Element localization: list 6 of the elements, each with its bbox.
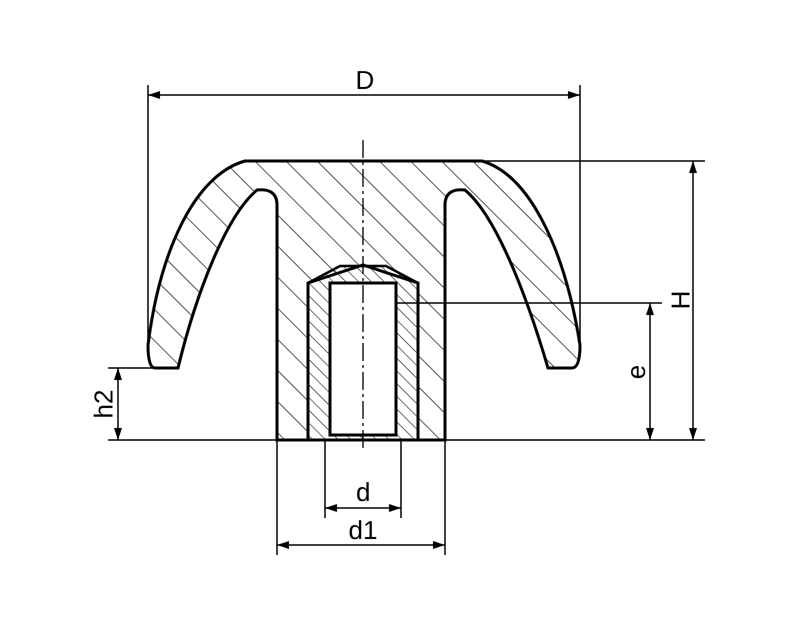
dimension-label: d <box>356 479 370 505</box>
dimension-label: d1 <box>348 517 378 543</box>
dimension-label: D <box>356 67 374 93</box>
dimension-label: H <box>666 290 693 310</box>
dimension-label: e <box>623 364 650 380</box>
dimension-label: h2 <box>90 390 116 418</box>
